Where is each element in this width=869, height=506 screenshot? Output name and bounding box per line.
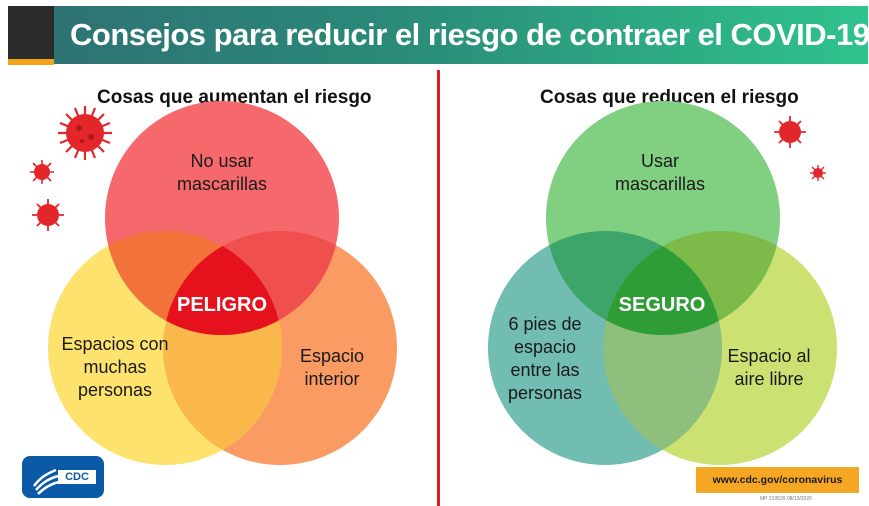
virus-icon (32, 199, 64, 231)
cdc-url: www.cdc.gov/coronavirus (712, 474, 843, 486)
virus-icon (58, 106, 112, 160)
banner-dark-block (8, 6, 54, 64)
label-outdoor: Espacio al aire libre (727, 346, 811, 389)
left-heading: Cosas que aumentan el riesgo (97, 87, 372, 108)
label-indoor: Espacio interior (299, 346, 365, 389)
page-title: Consejos para reducir el riesgo de contr… (70, 17, 869, 52)
label-crowded: Espacios con muchas personas (61, 334, 169, 400)
peligro-region (163, 231, 282, 335)
seguro-region (603, 231, 722, 335)
virus-icon (810, 165, 826, 181)
right-heading: Cosas que reducen el riesgo (540, 87, 799, 108)
banner-orange-strip (8, 59, 54, 65)
center-divider (437, 70, 440, 506)
document-code: MP 319539 08/13/2020 (760, 496, 812, 502)
peligro-label: PELIGRO (176, 294, 267, 316)
title-banner (8, 6, 868, 64)
seguro-label: SEGURO (618, 294, 706, 316)
url-box (696, 467, 859, 493)
label-no-mask: No usar mascarillas (176, 151, 268, 194)
virus-icon (774, 116, 806, 148)
label-distance: 6 pies de espacio entre las personas (507, 314, 583, 403)
cdc-wordmark: CDC (58, 470, 96, 484)
left-venn (48, 101, 397, 465)
right-venn (488, 101, 837, 465)
label-mask: Usar mascarillas (614, 151, 706, 194)
hhs-eagle-icon (33, 468, 60, 495)
virus-icon (30, 160, 54, 184)
